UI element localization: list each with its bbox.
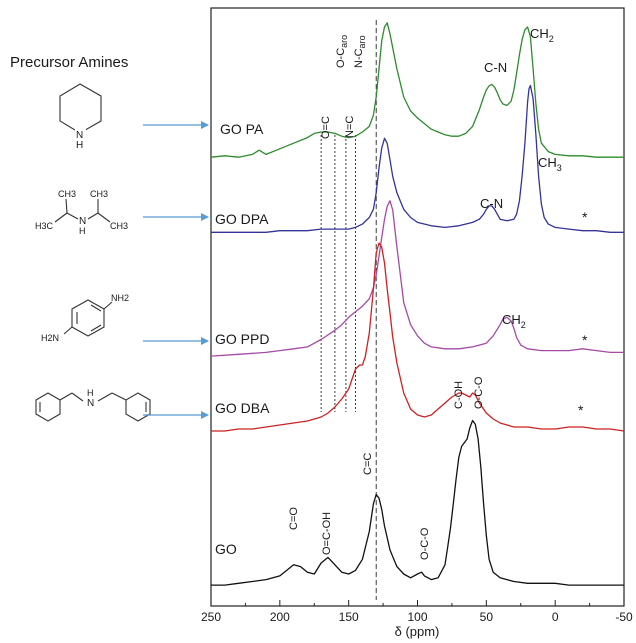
spectrum-line-go-pa xyxy=(210,22,624,158)
x-tick-label-150: 150 xyxy=(339,610,359,624)
star-dba: * xyxy=(578,402,584,418)
x-tick-label-200: 200 xyxy=(270,610,290,624)
x-tick-label-0: 0 xyxy=(552,610,559,624)
star-ppd: * xyxy=(582,332,588,348)
annot-ncaro: N-Caro xyxy=(353,35,367,68)
dipa-ch3-top-left: CH3 xyxy=(58,189,76,199)
ppd-structure xyxy=(63,299,113,337)
x-tick-label--50: -50 xyxy=(615,610,633,624)
annot-cn-pa: C-N xyxy=(484,60,507,75)
series-label-go-dba: GO DBA xyxy=(215,400,270,416)
annot-oco-bot: O-C-O xyxy=(419,527,431,560)
annot-oc: O=C xyxy=(320,116,332,139)
x-axis: 250 200 150 100 50 0 -50 xyxy=(201,600,633,624)
x-tick-label-50: 50 xyxy=(480,610,494,624)
dipa-n: N xyxy=(79,216,86,227)
x-tick-label-250: 250 xyxy=(201,610,221,624)
ppd-h2n: H2N xyxy=(41,333,59,343)
series-label-go: GO xyxy=(215,541,237,557)
annot-ch2-pa: CH2 xyxy=(530,26,554,44)
dipa-h3c: H3C xyxy=(35,221,54,231)
piperidine-structure xyxy=(59,83,102,134)
dipa-ch3-top-right: CH3 xyxy=(90,189,108,199)
annot-cc: C=C xyxy=(362,453,374,475)
reference-lines xyxy=(320,20,377,600)
series-label-go-ppd: GO PPD xyxy=(215,331,269,347)
ppd-nh2: NH2 xyxy=(111,293,129,303)
x-axis-label: δ (ppm) xyxy=(395,624,440,639)
plot-frame xyxy=(210,7,625,607)
dba-structure xyxy=(35,392,151,422)
precursor-title: Precursor Amines xyxy=(10,54,128,71)
annot-coh-top: C-OH xyxy=(453,381,465,409)
series-label-go-dpa: GO DPA xyxy=(215,211,269,227)
annot-ch2-ppd: CH2 xyxy=(502,312,526,330)
piperidine-h-label: H xyxy=(76,140,83,151)
x-tick-label-100: 100 xyxy=(407,610,427,624)
spectrum-line-go-dpa xyxy=(211,84,624,233)
star-dpa: * xyxy=(582,209,588,225)
annot-nc: N=C xyxy=(344,116,356,138)
annot-cn-dpa: C-N xyxy=(480,196,503,211)
annot-ocoh: O=C-OH xyxy=(321,512,333,555)
spectrum-line-go-ppd xyxy=(210,200,624,357)
dba-n: N xyxy=(87,398,94,409)
dipa-ch3-right: CH3 xyxy=(110,221,128,231)
spectrum-line-go-dba xyxy=(211,242,625,432)
dipa-h: H xyxy=(79,226,86,236)
annot-ocaro: O-Caro xyxy=(335,35,349,68)
series-label-go-pa: GO PA xyxy=(220,121,264,137)
piperidine-n-label: N xyxy=(76,130,83,141)
spectra xyxy=(210,22,625,586)
dba-h: H xyxy=(87,388,94,398)
diisopropylamine-structure xyxy=(54,198,111,223)
annot-ch3-dpa: CH3 xyxy=(538,155,562,173)
annot-co: C=O xyxy=(288,507,300,530)
spectrum-line-go xyxy=(211,419,624,586)
annot-oco-top: O-C-O xyxy=(473,376,485,409)
